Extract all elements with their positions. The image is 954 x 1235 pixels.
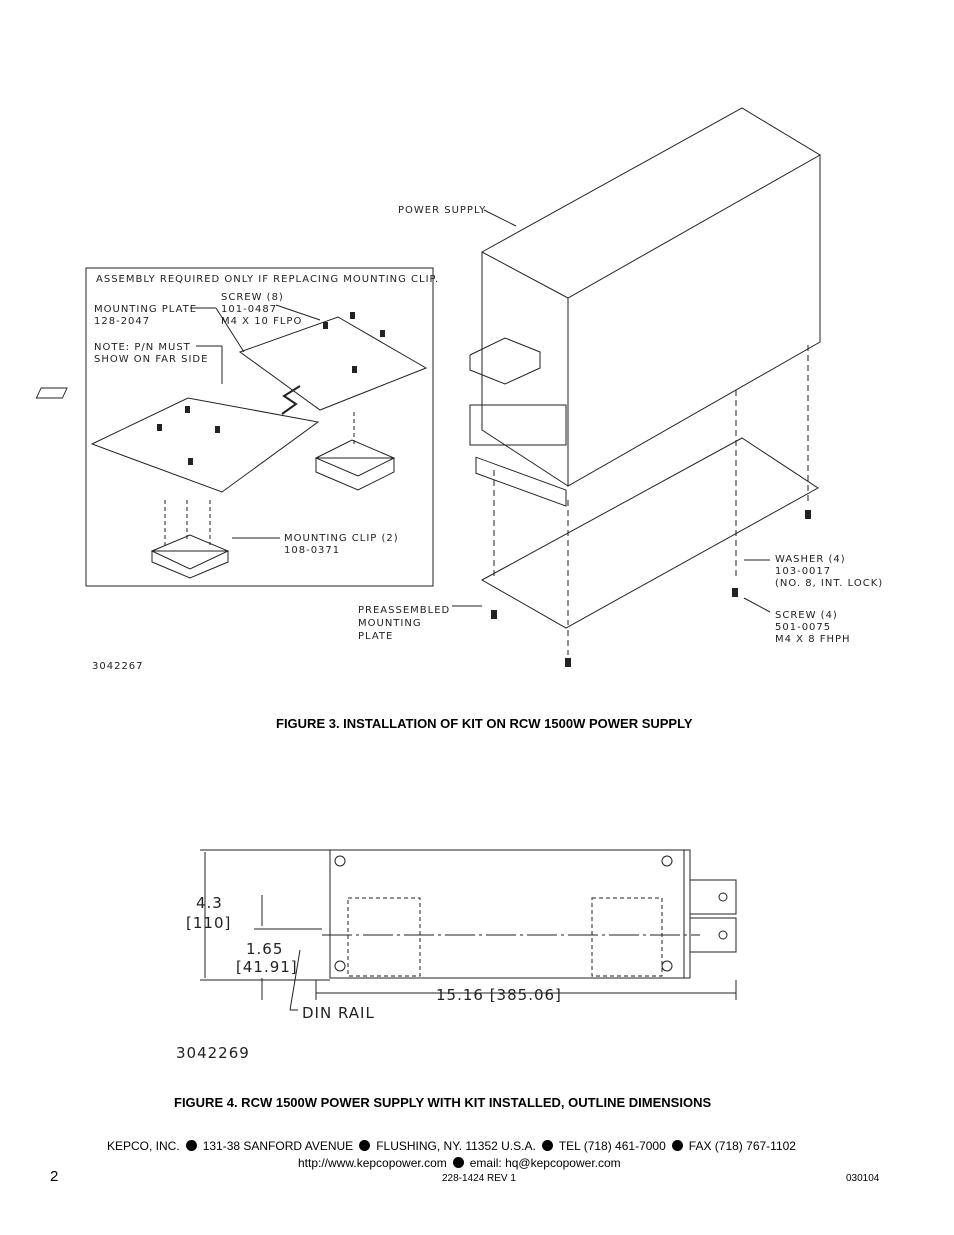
inset-note: ASSEMBLY REQUIRED ONLY IF REPLACING MOUN…: [96, 274, 439, 285]
bullet-icon: [671, 1140, 683, 1151]
doc-number: 228-1424 REV 1: [442, 1173, 516, 1184]
power-supply-top: [480, 107, 821, 299]
screw4-spec: M4 X 8 FHPH: [775, 634, 851, 645]
mounting-plate-label: MOUNTING PLATE: [94, 304, 197, 315]
preassembled-line1: PREASSEMBLED: [358, 605, 450, 616]
bullet-icon: [359, 1140, 371, 1151]
preassembled-plate: [480, 437, 819, 629]
preassembled-line2: MOUNTING: [358, 618, 422, 629]
clip-right: [591, 897, 663, 977]
rail-in: 1.65: [246, 940, 283, 958]
washer-spec: (NO. 8, INT. LOCK): [775, 578, 883, 589]
mounting-plate-pn: 128-2047: [94, 316, 150, 327]
power-supply-side: [567, 155, 821, 487]
date-code: 030104: [846, 1173, 880, 1184]
figure-3-caption: FIGURE 3. INSTALLATION OF KIT ON RCW 150…: [276, 716, 693, 731]
washer-label: WASHER (4): [775, 554, 846, 565]
street-address: 131-38 SANFORD AVENUE: [202, 1139, 354, 1153]
figure4-drawing-no: 3042269: [176, 1044, 250, 1062]
clip-label: MOUNTING CLIP (2): [284, 533, 399, 544]
fax: FAX (718) 767-1102: [688, 1139, 796, 1153]
footer-contact-line: http://www.kepcopower.com email: hq@kepco…: [298, 1156, 621, 1170]
footer-address-line: KEPCO, INC. 131-38 SANFORD AVENUE FLUSHING…: [107, 1139, 796, 1153]
rail-mm: [41.91]: [236, 958, 298, 976]
note-line2: SHOW ON FAR SIDE: [94, 354, 208, 365]
bullet-icon: [541, 1140, 553, 1151]
outline-body: [329, 849, 685, 979]
screw4-pn: 501-0075: [775, 622, 831, 633]
mounting-plate-left: [90, 397, 320, 493]
screw8-spec: M4 X 10 FLPO: [221, 316, 302, 327]
clip-left: [347, 897, 421, 977]
figure-4-drawing: [200, 849, 737, 1011]
length-dimension: 15.16 [385.06]: [436, 986, 562, 1004]
preassembled-line3: PLATE: [358, 631, 393, 642]
figure-4-caption: FIGURE 4. RCW 1500W POWER SUPPLY WITH KI…: [174, 1095, 712, 1110]
website-link[interactable]: http://www.kepcopower.com: [298, 1156, 447, 1170]
page-number: 2: [50, 1168, 59, 1185]
city-address: FLUSHING, NY. 11352 U.S.A.: [376, 1139, 536, 1153]
inset-frame: [85, 267, 434, 587]
mounting-clip-bottom: [150, 534, 230, 570]
figure3-drawing-no: 3042267: [92, 661, 144, 672]
company-name: KEPCO, INC.: [107, 1139, 180, 1153]
screw8-pn: 101-0487: [221, 304, 277, 315]
telephone: TEL (718) 461-7000: [558, 1139, 666, 1153]
bullet-icon: [185, 1140, 197, 1151]
screw4-label: SCREW (4): [775, 610, 838, 621]
height-in: 4.3: [196, 894, 223, 912]
din-rail-label: DIN RAIL: [302, 1004, 375, 1022]
note-line1: NOTE: P/N MUST: [94, 342, 191, 353]
power-supply-label: POWER SUPPLY: [398, 205, 486, 216]
height-mm: [110]: [186, 914, 231, 932]
mounting-plate-right: [238, 316, 428, 411]
bullet-icon: [452, 1157, 464, 1168]
screw8-label: SCREW (8): [221, 292, 284, 303]
washer-pn: 103-0017: [775, 566, 831, 577]
email-link[interactable]: email: hq@kepcopower.com: [469, 1156, 621, 1170]
clip-pn: 108-0371: [284, 545, 340, 556]
